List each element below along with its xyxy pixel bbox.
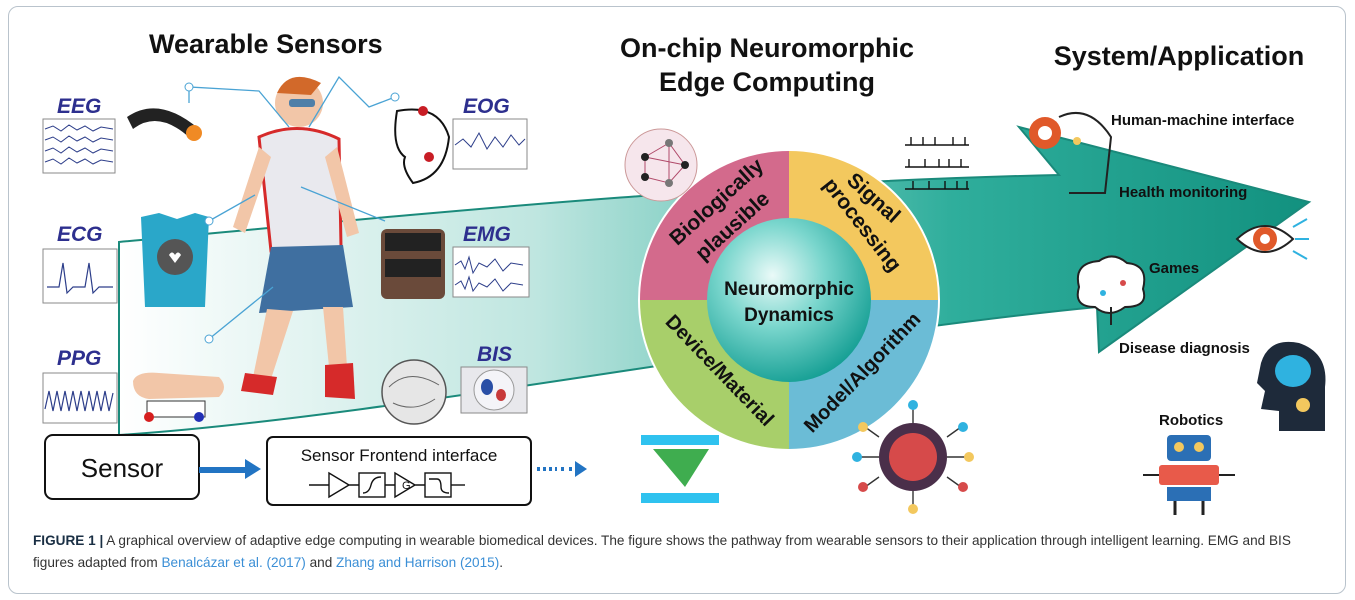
frontend-interface-label: Sensor Frontend interface — [301, 446, 498, 465]
app-label-hmi: Human-machine interface — [1111, 112, 1294, 129]
caption-text-1: A graphical overview of adaptive edge co… — [33, 533, 1291, 570]
figure-caption: FIGURE 1 | A graphical overview of adapt… — [33, 530, 1333, 574]
emg-waveform-box — [452, 246, 530, 298]
health-eye-gear-icon — [1235, 218, 1309, 260]
signal-label-bis: BIS — [477, 343, 512, 366]
app-label-games: Games — [1149, 260, 1199, 277]
material-layer-icon — [641, 435, 719, 503]
figure-panel: Wearable Sensors On-chip Neuromorphic Ed… — [8, 6, 1346, 594]
app-label-robotics: Robotics — [1159, 412, 1223, 429]
eog-waveform — [454, 131, 526, 150]
runner-figure-icon — [233, 76, 359, 399]
caption-ref-zhang[interactable]: Zhang and Harrison (2015) — [336, 555, 500, 570]
emg-waveform — [454, 255, 524, 275]
header-system: System/Application — [1054, 41, 1305, 71]
eeg-waveform — [44, 124, 114, 165]
neural-network-icon — [624, 128, 698, 202]
ppg-finger-icon — [133, 372, 224, 399]
hmi-head-gear-icon — [1029, 112, 1113, 194]
app-label-health: Health monitoring — [1119, 184, 1247, 201]
ecg-waveform-box — [42, 248, 118, 304]
signal-label-emg: EMG — [463, 223, 511, 246]
caption-ref-benalcazar[interactable]: Benalcázar et al. (2017) — [161, 555, 306, 570]
center-label-line2: Dynamics — [744, 305, 834, 326]
signal-label-ecg: ECG — [57, 223, 103, 246]
sensor-label: Sensor — [81, 453, 164, 483]
signal-label-ppg: PPG — [57, 347, 101, 370]
robot-icon — [1143, 435, 1235, 515]
sensor-lead-lines — [188, 75, 396, 340]
neuromorphic-center — [707, 218, 871, 382]
header-wearable: Wearable Sensors — [149, 29, 383, 59]
diagnosis-head-brain-icon — [1257, 341, 1326, 431]
eeg-headband-icon — [127, 108, 199, 139]
ppg-sensor-icon — [146, 400, 206, 418]
eog-face-icon — [394, 108, 451, 185]
diagram-canvas: Wearable Sensors On-chip Neuromorphic Ed… — [42, 29, 1326, 515]
caption-text-3: . — [499, 555, 504, 570]
gain-symbol: G — [402, 480, 411, 492]
app-label-disease: Disease diagnosis — [1119, 340, 1250, 357]
center-label-line1: Neuromorphic — [724, 279, 854, 300]
header-neuro-line1: On-chip Neuromorphic — [620, 33, 914, 63]
algorithm-chip-icon — [852, 400, 974, 514]
header-neuro-line2: Edge Computing — [659, 67, 875, 97]
eeg-waveform-box — [42, 118, 116, 174]
ecg-waveform — [47, 262, 113, 295]
caption-text-2: and — [305, 555, 337, 570]
sensor-to-frontend-arrow — [199, 459, 261, 479]
frontend-interface-box — [266, 436, 532, 506]
signal-label-eeg: EEG — [57, 95, 101, 118]
games-brain-icon — [1076, 255, 1146, 325]
frontend-circuit-icons — [309, 471, 465, 499]
signal-label-eog: EOG — [463, 95, 510, 118]
caption-label: FIGURE 1 | — [33, 533, 104, 548]
spike-train-icon — [905, 137, 969, 190]
ppg-waveform — [44, 390, 114, 412]
bis-electrode-array-icon — [381, 359, 447, 425]
eeg-electrode-icon — [186, 125, 202, 141]
